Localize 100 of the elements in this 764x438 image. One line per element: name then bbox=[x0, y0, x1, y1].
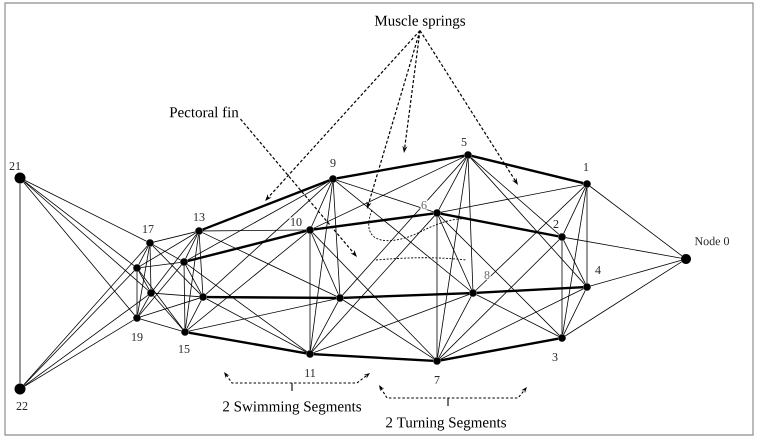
spring bbox=[185, 265, 202, 294]
spring bbox=[344, 292, 470, 300]
spring bbox=[311, 301, 339, 351]
node-number: 4 bbox=[594, 265, 602, 275]
spring bbox=[24, 270, 135, 386]
spring bbox=[472, 154, 584, 184]
mass-point bbox=[558, 233, 566, 241]
spring bbox=[437, 158, 468, 358]
spring bbox=[590, 260, 682, 286]
mass-point bbox=[469, 289, 477, 297]
spring bbox=[188, 298, 337, 332]
spring bbox=[153, 232, 196, 242]
spring bbox=[313, 156, 465, 229]
spring bbox=[150, 246, 152, 290]
node-number: 13 bbox=[192, 212, 206, 222]
spring bbox=[439, 239, 560, 359]
spring bbox=[440, 288, 584, 360]
mass-point bbox=[306, 226, 314, 234]
spring bbox=[154, 292, 200, 298]
node-number: 21 bbox=[8, 161, 22, 171]
spring bbox=[206, 181, 330, 295]
spring bbox=[563, 290, 586, 335]
spring bbox=[206, 298, 307, 353]
node-number: 6 bbox=[420, 200, 428, 210]
spring bbox=[185, 234, 198, 259]
spring bbox=[476, 286, 584, 294]
spring bbox=[24, 320, 134, 386]
bracket-label: 2 Swimming Segments bbox=[223, 401, 362, 415]
node-number: 2 bbox=[552, 219, 560, 229]
spring bbox=[138, 271, 150, 290]
mass-point bbox=[133, 264, 141, 272]
spring bbox=[310, 182, 333, 350]
mass-point bbox=[146, 239, 154, 247]
spring bbox=[140, 262, 180, 268]
spring bbox=[184, 266, 186, 328]
spring bbox=[566, 237, 682, 258]
node-number: 8 bbox=[483, 270, 491, 280]
spring bbox=[202, 232, 337, 297]
spring bbox=[470, 158, 585, 284]
mass-point bbox=[14, 384, 26, 394]
spring bbox=[188, 232, 308, 330]
spring bbox=[336, 180, 434, 212]
spring bbox=[311, 182, 332, 227]
spring bbox=[24, 181, 148, 291]
node-number: 11 bbox=[304, 368, 316, 378]
spring bbox=[153, 244, 181, 260]
spring bbox=[475, 186, 585, 291]
spring bbox=[24, 181, 134, 266]
mass-point bbox=[147, 289, 155, 297]
spring bbox=[23, 182, 135, 316]
spring bbox=[23, 246, 148, 386]
spring bbox=[470, 157, 560, 235]
spring bbox=[438, 158, 467, 210]
mass-point bbox=[329, 175, 337, 183]
spring bbox=[342, 300, 434, 360]
spring bbox=[313, 294, 470, 353]
spring bbox=[137, 246, 150, 314]
spring bbox=[563, 240, 586, 284]
mass-point bbox=[681, 254, 691, 264]
mass-point bbox=[583, 283, 591, 291]
mass-point bbox=[583, 180, 591, 188]
spring bbox=[562, 187, 587, 334]
spring bbox=[332, 182, 340, 294]
node-number: 5 bbox=[460, 137, 468, 147]
node-number: 9 bbox=[329, 158, 337, 168]
spring bbox=[198, 234, 204, 294]
mass-point bbox=[433, 209, 441, 217]
spring bbox=[586, 188, 588, 284]
spring bbox=[24, 294, 148, 386]
node-number: 17 bbox=[141, 224, 155, 234]
spring bbox=[563, 187, 586, 234]
spring bbox=[153, 296, 183, 330]
spring bbox=[336, 181, 470, 291]
node-number: 15 bbox=[177, 344, 191, 354]
spring bbox=[438, 216, 472, 290]
bracket-label: 2 Turning Segments bbox=[386, 417, 506, 431]
spring bbox=[185, 234, 199, 328]
spring bbox=[140, 298, 200, 318]
spring bbox=[152, 245, 201, 295]
spring bbox=[138, 296, 150, 315]
mass-point bbox=[14, 172, 26, 184]
spring bbox=[312, 216, 435, 352]
node-number: 7 bbox=[433, 375, 441, 385]
callout-label: Pectoral fin bbox=[170, 106, 239, 118]
spring bbox=[476, 294, 559, 337]
spring bbox=[139, 264, 182, 316]
node-number: 3 bbox=[551, 352, 559, 362]
spring bbox=[590, 186, 682, 256]
spring bbox=[153, 234, 197, 290]
spring bbox=[438, 296, 472, 358]
node-number: 19 bbox=[130, 332, 144, 342]
spring bbox=[136, 272, 138, 314]
spring bbox=[336, 154, 464, 180]
spring bbox=[202, 230, 306, 232]
spring bbox=[314, 212, 434, 231]
spring bbox=[564, 261, 682, 336]
mass-point bbox=[558, 334, 566, 342]
spring bbox=[140, 318, 182, 332]
spring bbox=[186, 264, 308, 352]
mass-point bbox=[195, 227, 203, 235]
